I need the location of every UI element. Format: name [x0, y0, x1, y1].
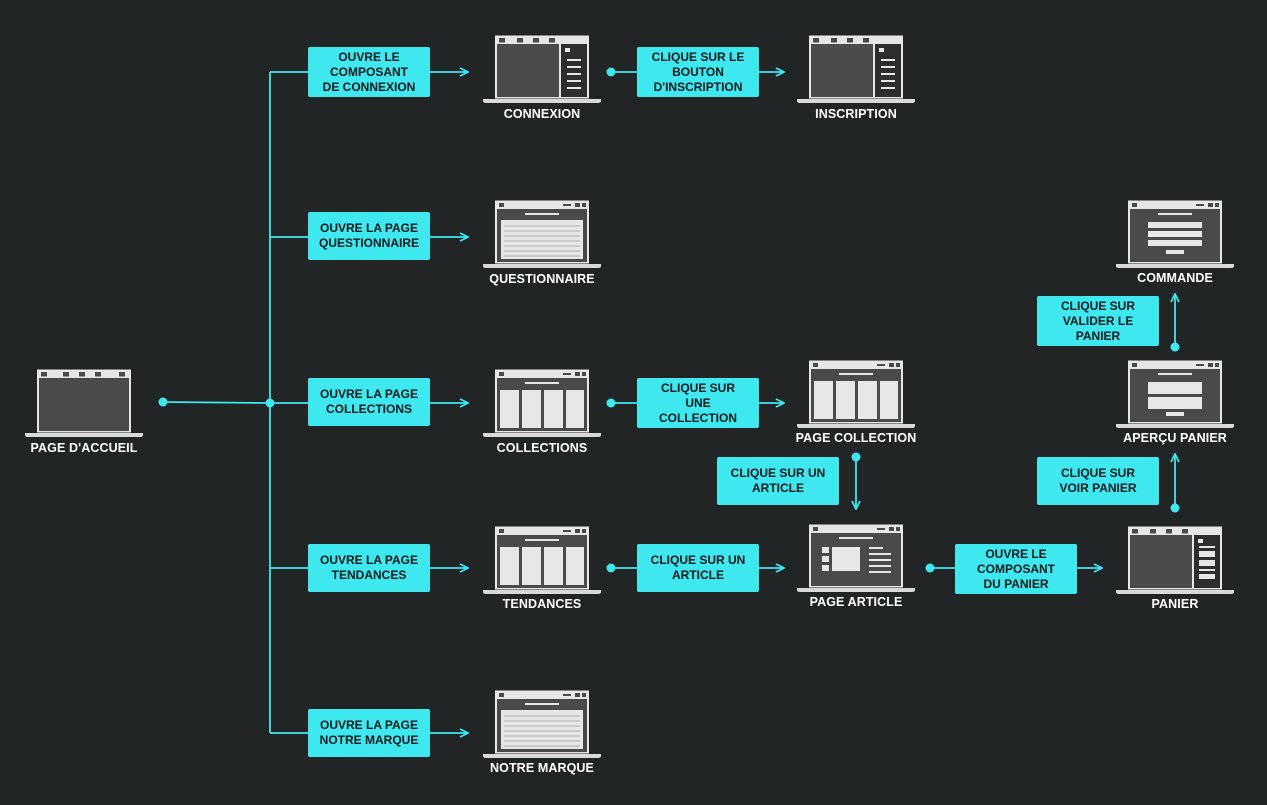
junction-dot	[925, 563, 935, 573]
junction-dot	[606, 67, 616, 77]
action-clique-article-collection: CLIQUE SUR UN ARTICLE	[717, 457, 839, 505]
laptop-icon	[483, 526, 601, 594]
laptop-icon	[1116, 360, 1234, 428]
action-ouvre-collections: OUVRE LA PAGE COLLECTIONS	[308, 378, 430, 426]
node-panier: PANIER	[1110, 526, 1240, 611]
action-voir-panier: CLIQUE SUR VOIR PANIER	[1037, 457, 1159, 505]
junction-dot	[158, 397, 168, 407]
action-ouvre-tendances: OUVRE LA PAGE TENDANCES	[308, 544, 430, 592]
node-commande: COMMANDE	[1110, 200, 1240, 285]
laptop-icon	[483, 690, 601, 758]
node-label-page-collection: PAGE COLLECTION	[795, 431, 917, 445]
laptop-icon	[483, 200, 601, 268]
node-label-panier: PANIER	[1151, 597, 1199, 611]
node-label-page-article: PAGE ARTICLE	[809, 595, 903, 609]
junction-dot	[1170, 342, 1180, 352]
laptop-icon	[797, 360, 915, 428]
node-label-accueil: PAGE D'ACCUEIL	[30, 441, 138, 455]
node-label-inscription: INSCRIPTION	[815, 107, 897, 121]
laptop-icon	[25, 369, 143, 437]
node-connexion: CONNEXION	[477, 35, 607, 121]
laptop-icon	[797, 524, 915, 592]
action-clique-article-tendances: CLIQUE SUR UN ARTICLE	[637, 544, 759, 592]
junction-dot	[851, 452, 861, 462]
edge-accueil-hub	[162, 401, 271, 404]
node-page-article: PAGE ARTICLE	[791, 524, 921, 609]
node-label-questionnaire: QUESTIONNAIRE	[489, 272, 595, 286]
node-tendances: TENDANCES	[477, 526, 607, 611]
laptop-icon	[483, 369, 601, 437]
laptop-icon	[797, 35, 915, 103]
node-questionnaire: QUESTIONNAIRE	[477, 200, 607, 286]
node-page-collection: PAGE COLLECTION	[791, 360, 921, 445]
action-ouvre-marque: OUVRE LA PAGE NOTRE MARQUE	[308, 709, 430, 757]
action-valider-panier: CLIQUE SUR VALIDER LE PANIER	[1037, 296, 1159, 346]
node-label-tendances: TENDANCES	[502, 597, 582, 611]
node-inscription: INSCRIPTION	[791, 35, 921, 121]
action-ouvre-questionnaire: OUVRE LA PAGE QUESTIONNAIRE	[308, 212, 430, 260]
laptop-icon	[483, 35, 601, 103]
node-label-apercu-panier: APERÇU PANIER	[1123, 431, 1227, 445]
node-page-accueil: PAGE D'ACCUEIL	[19, 369, 149, 455]
junction-dot	[606, 398, 616, 408]
action-ouvre-connexion: OUVRE LE COMPOSANT DE CONNEXION	[308, 47, 430, 97]
junction-dot	[1170, 503, 1180, 513]
node-label-collections: COLLECTIONS	[496, 441, 588, 455]
action-ouvre-panier: OUVRE LE COMPOSANT DU PANIER	[955, 544, 1077, 594]
action-clique-collection: CLIQUE SUR UNE COLLECTION	[637, 378, 759, 428]
node-label-connexion: CONNEXION	[503, 107, 581, 121]
junction-dot	[265, 398, 275, 408]
node-label-notre-marque: NOTRE MARQUE	[490, 761, 594, 775]
junction-dot	[606, 563, 616, 573]
node-apercu-panier: APERÇU PANIER	[1110, 360, 1240, 445]
laptop-icon	[1116, 526, 1234, 594]
action-clique-inscription: CLIQUE SUR LE BOUTON D'INSCRIPTION	[637, 47, 759, 97]
node-collections: COLLECTIONS	[477, 369, 607, 455]
node-notre-marque: NOTRE MARQUE	[477, 690, 607, 775]
laptop-icon	[1116, 200, 1234, 268]
node-label-commande: COMMANDE	[1137, 271, 1213, 285]
